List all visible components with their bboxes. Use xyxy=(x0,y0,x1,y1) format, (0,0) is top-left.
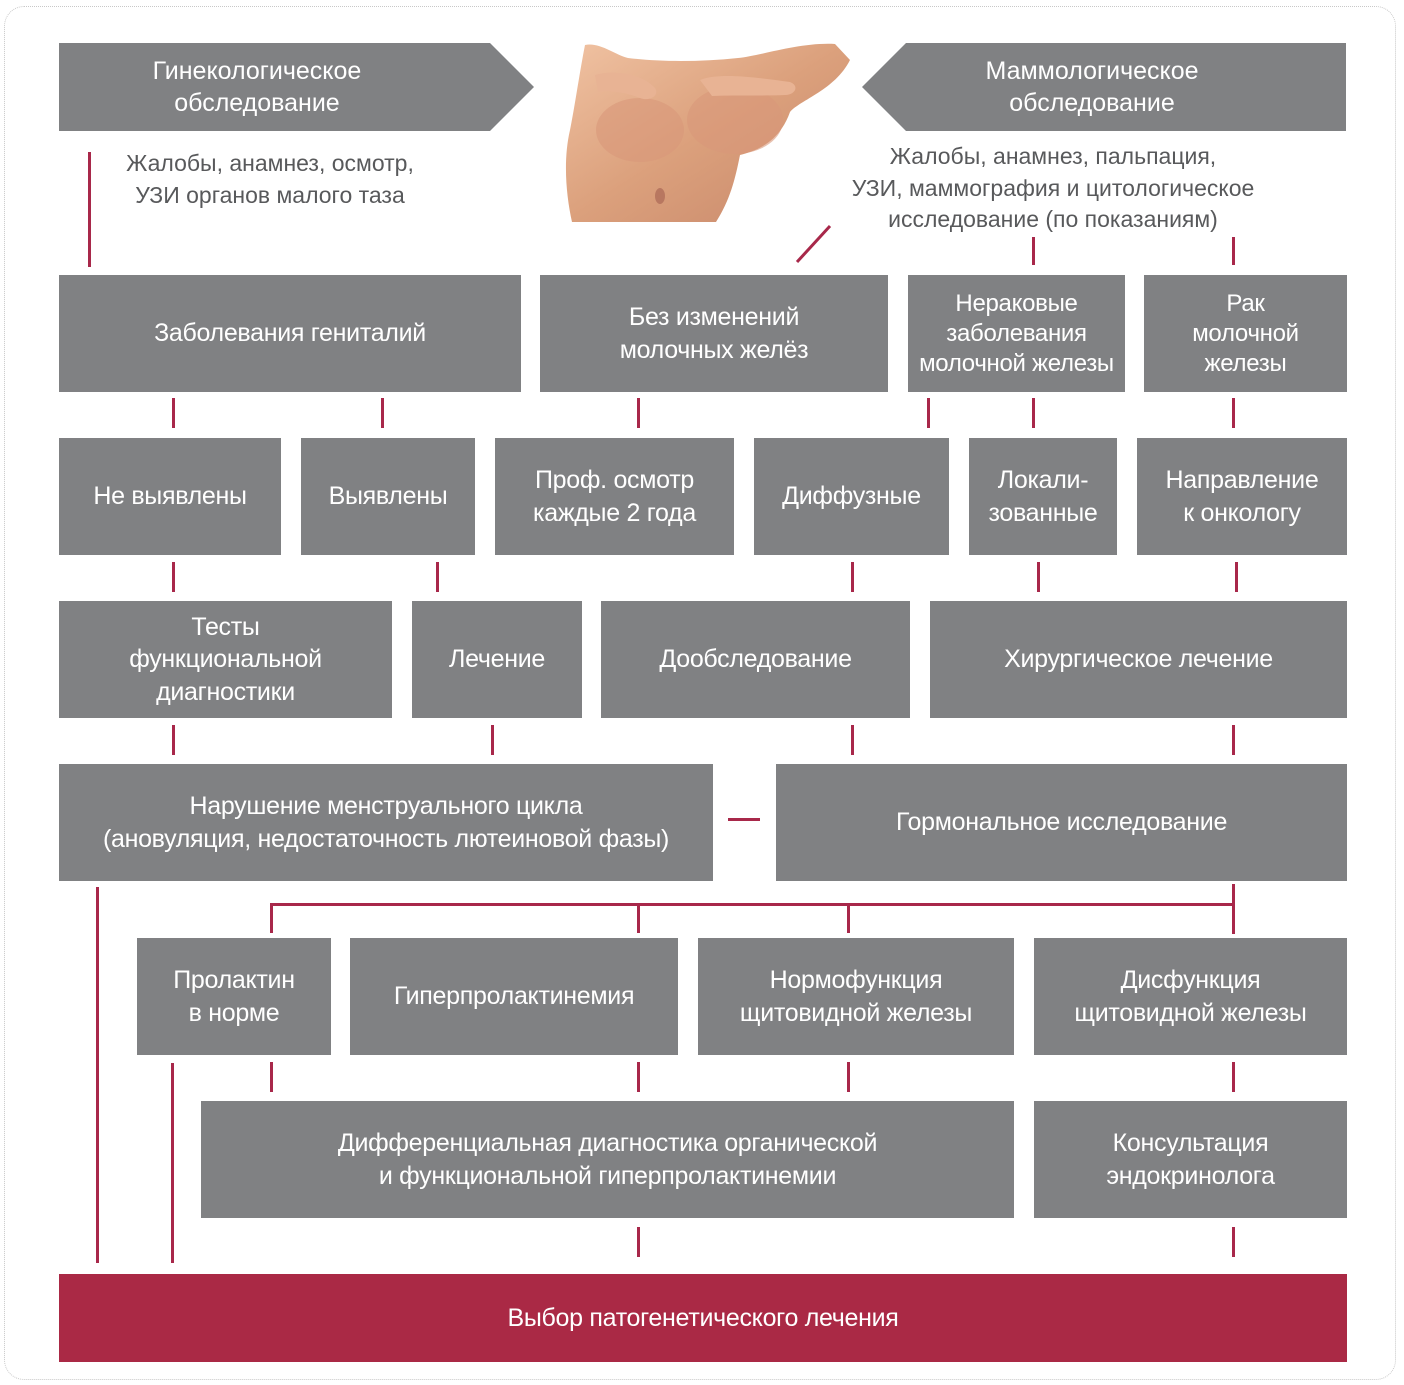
connector xyxy=(1232,398,1235,428)
box-localized: Локали- зованные xyxy=(969,438,1117,555)
connector xyxy=(851,725,854,755)
box-further-exam: Дообследование xyxy=(601,601,910,718)
box-treatment: Лечение xyxy=(412,601,582,718)
connector xyxy=(172,562,175,592)
box-thyroid-normal: Нормофункция щитовидной железы xyxy=(698,938,1014,1055)
connector xyxy=(491,725,494,755)
gyn-exam-note: Жалобы, анамнез, осмотр, УЗИ органов мал… xyxy=(126,150,414,208)
connector xyxy=(851,562,854,592)
connector xyxy=(1232,1227,1235,1257)
connector xyxy=(171,1063,174,1263)
gyn-exam-title: Гинекологическое обследование xyxy=(152,56,362,118)
gyn-arrow-shape xyxy=(59,43,534,131)
connector xyxy=(637,398,640,428)
mam-arrow-shape xyxy=(862,43,1346,131)
connector xyxy=(1032,237,1035,265)
box-pathogenetic-treatment: Выбор патогенетического лечения xyxy=(59,1274,1347,1362)
box-preventive-checkup: Проф. осмотр каждые 2 года xyxy=(495,438,734,555)
connector xyxy=(637,903,640,933)
box-not-found: Не выявлены xyxy=(59,438,281,555)
box-noncancer-breast: Нераковые заболевания молочной железы xyxy=(908,275,1125,392)
box-surgery: Хирургическое лечение xyxy=(930,601,1347,718)
box-breast-cancer: Рак молочной железы xyxy=(1144,275,1347,392)
connector xyxy=(637,1227,640,1257)
box-cycle-disorder: Нарушение менструального цикла (ановуляц… xyxy=(59,764,713,881)
connector xyxy=(1232,884,1235,934)
connector xyxy=(1232,237,1235,265)
connector xyxy=(1235,562,1238,592)
connector xyxy=(172,725,175,755)
box-genital-diseases: Заболевания гениталий xyxy=(59,275,521,392)
connector xyxy=(436,562,439,592)
connector xyxy=(927,398,930,428)
box-oncologist-referral: Направление к онкологу xyxy=(1137,438,1347,555)
connector xyxy=(270,903,273,933)
box-no-breast-changes: Без изменений молочных желёз xyxy=(540,275,888,392)
connector xyxy=(847,903,850,933)
connector xyxy=(88,152,91,267)
connector xyxy=(1232,1062,1235,1092)
box-hormonal-test: Гормональное исследование xyxy=(776,764,1347,881)
connector xyxy=(728,818,760,821)
box-thyroid-dysfunction: Дисфункция щитовидной железы xyxy=(1034,938,1347,1055)
connector xyxy=(637,1062,640,1092)
connector xyxy=(381,398,384,428)
box-differential-diagnosis: Дифференциальная диагностика органическо… xyxy=(201,1101,1014,1218)
connector xyxy=(96,887,99,1263)
box-found: Выявлены xyxy=(301,438,475,555)
diagram-frame xyxy=(4,6,1396,1380)
bracket-connector xyxy=(270,903,1235,906)
connector xyxy=(1032,398,1035,428)
connector xyxy=(847,1062,850,1092)
box-hyperprolactinemia: Гиперпролактинемия xyxy=(350,938,678,1055)
box-diffuse: Диффузные xyxy=(754,438,949,555)
mam-exam-note: Жалобы, анамнез, пальпация, УЗИ, маммогр… xyxy=(851,143,1255,233)
mam-exam-title: Маммологическое обследование xyxy=(985,56,1199,118)
torso-illustration xyxy=(565,43,850,223)
connector xyxy=(1037,562,1040,592)
box-function-tests: Тесты функциональной диагностики xyxy=(59,601,392,718)
connector xyxy=(1232,725,1235,755)
box-prolactin-normal: Пролактин в норме xyxy=(137,938,331,1055)
box-endocrinologist: Консультация эндокринолога xyxy=(1034,1101,1347,1218)
connector xyxy=(172,398,175,428)
connector xyxy=(270,1062,273,1092)
